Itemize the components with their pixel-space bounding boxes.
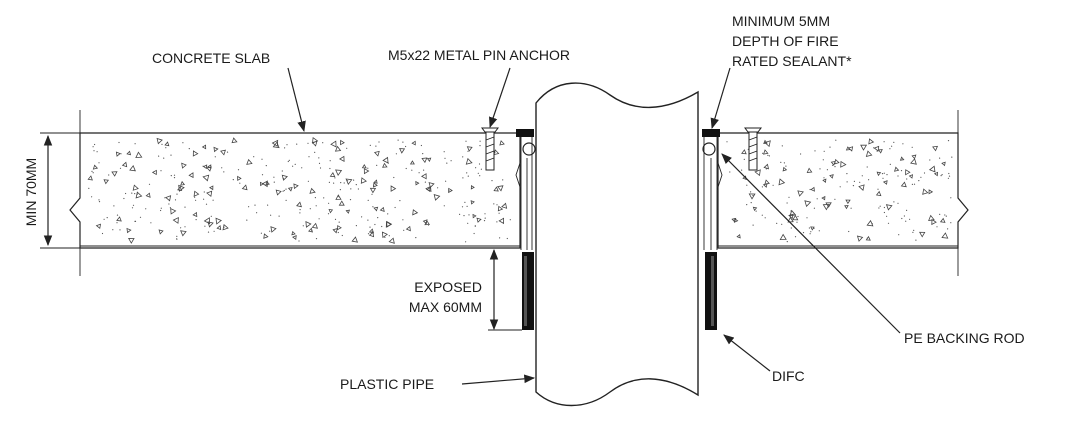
sealant-label-line2: DEPTH OF FIRE <box>732 33 839 49</box>
exposed-label-line2: MAX 60MM <box>409 299 482 315</box>
concrete-slab-label: CONCRETE SLAB <box>152 50 270 66</box>
concrete-slab-right <box>717 110 969 276</box>
thickness-dimension: MIN 70MM <box>23 132 80 249</box>
right-seal-assembly <box>702 129 723 330</box>
min-thickness-label: MIN 70MM <box>23 158 39 226</box>
leader-lines <box>287 67 901 385</box>
plastic-pipe-body <box>535 82 699 407</box>
plastic-pipe-label: PLASTIC PIPE <box>340 376 434 392</box>
backing-rod-label: PE BACKING ROD <box>904 330 1025 346</box>
left-seal-assembly <box>515 129 536 330</box>
sealant-label-line3: RATED SEALANT* <box>732 53 852 69</box>
difc-label: DIFC <box>772 368 805 384</box>
exposed-label-line1: EXPOSED <box>414 279 482 295</box>
anchor-label: M5x22 METAL PIN ANCHOR <box>388 47 570 63</box>
concrete-slab-left <box>69 110 521 276</box>
exposed-dimension: EXPOSED MAX 60MM <box>409 248 522 331</box>
concrete-aggregate-texture <box>87 136 953 244</box>
sealant-label-line1: MINIMUM 5MM <box>732 13 830 29</box>
anchor-right <box>744 127 762 171</box>
